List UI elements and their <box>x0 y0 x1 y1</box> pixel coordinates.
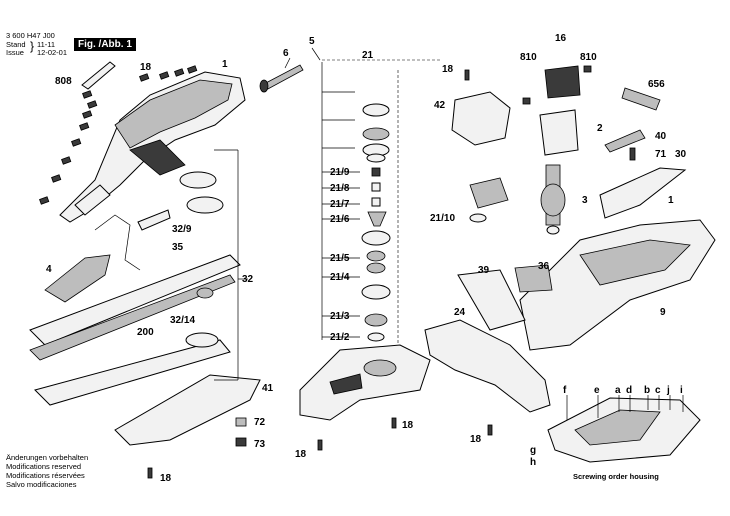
label-32-9: 32/9 <box>172 224 192 235</box>
label-4: 4 <box>46 264 52 275</box>
label-c: c <box>655 385 661 396</box>
label-e: e <box>594 385 600 396</box>
leader-6 <box>284 57 291 69</box>
label-39: 39 <box>478 265 490 276</box>
note-line-4: Salvo modificaciones <box>6 480 77 489</box>
label-18-a: 18 <box>140 62 152 73</box>
label-71: 71 <box>655 149 667 160</box>
air-guide-39 <box>457 269 526 331</box>
housing-half-right <box>519 219 716 351</box>
screwing-order-label: Screwing order housing <box>573 472 659 481</box>
note-line-3: Modifications réservées <box>6 471 85 480</box>
label-40: 40 <box>655 131 667 142</box>
screw-18-handle <box>487 424 493 436</box>
label-30: 30 <box>675 149 687 160</box>
label-18-d: 18 <box>295 449 307 460</box>
label-21-5: 21/5 <box>330 253 350 264</box>
label-810-a: 810 <box>520 52 537 63</box>
motor-assembly <box>451 65 592 235</box>
note-line-2: Modifications reserved <box>6 462 82 471</box>
label-18-c: 18 <box>160 473 172 484</box>
gear-stack <box>321 59 440 342</box>
label-73: 73 <box>254 439 266 450</box>
document-number: 3 600 H47 J00 <box>6 31 55 40</box>
screw-18-base-b <box>391 417 397 429</box>
label-35: 35 <box>172 242 184 253</box>
part-32-9 <box>137 209 171 231</box>
label-21-8: 21/8 <box>330 183 350 194</box>
issue-value: 12-02-01 <box>37 48 68 57</box>
screwing-order-sketch <box>547 395 701 463</box>
label-808: 808 <box>55 76 72 87</box>
guard-4 <box>44 254 111 303</box>
label-18-e: 18 <box>402 420 414 431</box>
part-73 <box>235 437 247 447</box>
label-b: b <box>644 385 650 396</box>
screw-18-top <box>464 69 470 81</box>
brace: } <box>30 39 35 53</box>
label-24: 24 <box>454 307 466 318</box>
cable-part-6 <box>259 64 304 93</box>
handle-24 <box>424 319 551 413</box>
screws-housing <box>39 65 198 205</box>
label-21-7: 21/7 <box>330 199 350 210</box>
label-2: 2 <box>597 123 603 134</box>
label-656: 656 <box>648 79 665 90</box>
label-18-b: 18 <box>442 64 454 75</box>
screw-18-base-a <box>317 439 323 451</box>
label-200: 200 <box>137 327 154 338</box>
housing-half-left <box>59 71 246 223</box>
label-810-b: 810 <box>580 52 597 63</box>
label-9: 9 <box>660 307 666 318</box>
stand-value: 11-11 <box>37 40 56 49</box>
gearbox-base <box>299 344 431 421</box>
label-g: g <box>530 445 536 456</box>
label-16: 16 <box>555 33 567 44</box>
part-72 <box>235 417 247 427</box>
label-d: d <box>626 385 632 396</box>
label-5: 5 <box>309 36 315 47</box>
label-36: 36 <box>538 261 550 272</box>
label-21: 21 <box>362 50 374 61</box>
label-42: 42 <box>434 100 446 111</box>
issue-label: Issue <box>6 48 24 57</box>
note-line-1: Änderungen vorbehalten <box>6 453 89 462</box>
strip-808 <box>81 61 116 90</box>
label-32: 32 <box>242 274 254 285</box>
label-21-3: 21/3 <box>330 311 350 322</box>
label-21-2: 21/2 <box>330 332 350 343</box>
screw-18-bottom <box>147 467 153 479</box>
leader-5 <box>311 47 321 61</box>
cable-loom <box>94 214 141 271</box>
label-i: i <box>680 385 683 396</box>
stand-label: Stand <box>6 40 26 49</box>
label-18-f: 18 <box>470 434 482 445</box>
label-21-4: 21/4 <box>330 272 350 283</box>
label-j: j <box>666 385 670 396</box>
label-a: a <box>615 385 621 396</box>
label-21-10: 21/10 <box>430 213 455 224</box>
label-1-a: 1 <box>222 59 228 70</box>
label-6: 6 <box>283 48 289 59</box>
switch-parts <box>599 87 687 219</box>
label-3: 3 <box>582 195 588 206</box>
blade-assembly <box>29 171 261 446</box>
label-72: 72 <box>254 417 266 428</box>
label-41: 41 <box>262 383 274 394</box>
label-h: h <box>530 457 536 468</box>
label-f: f <box>563 385 567 396</box>
label-1-b: 1 <box>668 195 674 206</box>
cover-36 <box>514 264 553 293</box>
figure-badge: Fig. /Abb. 1 <box>74 38 136 51</box>
label-21-6: 21/6 <box>330 214 350 225</box>
label-21-9: 21/9 <box>330 167 350 178</box>
label-32-14: 32/14 <box>170 315 195 326</box>
